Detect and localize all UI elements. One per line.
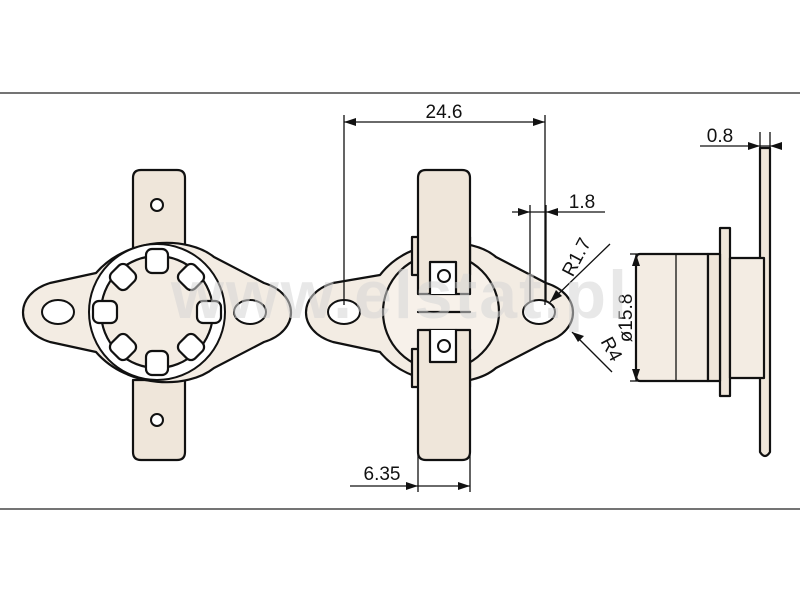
dim-label-flange-thickness: 0.8 [707, 126, 733, 147]
side-view [634, 146, 772, 458]
bottom-view [22, 168, 292, 462]
dim-label-body-diameter: ø15.8 [616, 294, 637, 343]
watermark: www.elstat.pl [170, 257, 629, 333]
dimension-slot-width: 1.8 [512, 192, 605, 302]
dim-label-overall-width: 24.6 [426, 102, 463, 123]
dimension-flange-thickness: 0.8 [700, 126, 782, 150]
top-view [305, 168, 574, 462]
side-view-body [634, 252, 710, 383]
dimension-terminal-width: 6.35 [350, 455, 471, 492]
dimension-overall-width: 24.6 [343, 102, 546, 305]
dim-label-slot-width: 1.8 [569, 192, 595, 213]
dimension-body-diameter: ø15.8 [616, 253, 646, 382]
dim-label-terminal-width: 6.35 [364, 464, 401, 485]
